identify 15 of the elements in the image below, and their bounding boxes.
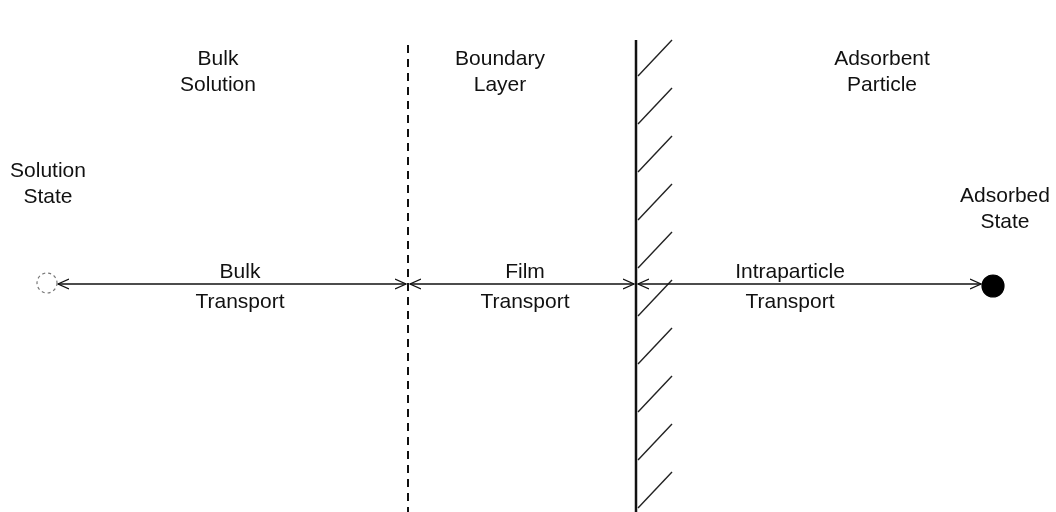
region-label: Bulk Solution	[179, 45, 257, 97]
region-label: Adsorbent Particle	[833, 45, 931, 97]
double-arrow	[57, 278, 407, 290]
double-arrow	[409, 278, 635, 290]
state-label: Solution State	[9, 157, 87, 209]
hollow-circle	[36, 272, 58, 294]
region-label: Boundary Layer	[454, 45, 546, 97]
state-label: Adsorbed State	[959, 182, 1051, 234]
dashed-boundary-line	[406, 45, 410, 512]
edge-label: Intraparticle Transport	[734, 258, 846, 314]
hatched-wall	[634, 40, 638, 512]
double-arrow	[637, 278, 982, 290]
edge-label: Bulk Transport	[194, 258, 286, 314]
filled-circle	[981, 274, 1005, 298]
edge-label: Film Transport	[479, 258, 571, 314]
